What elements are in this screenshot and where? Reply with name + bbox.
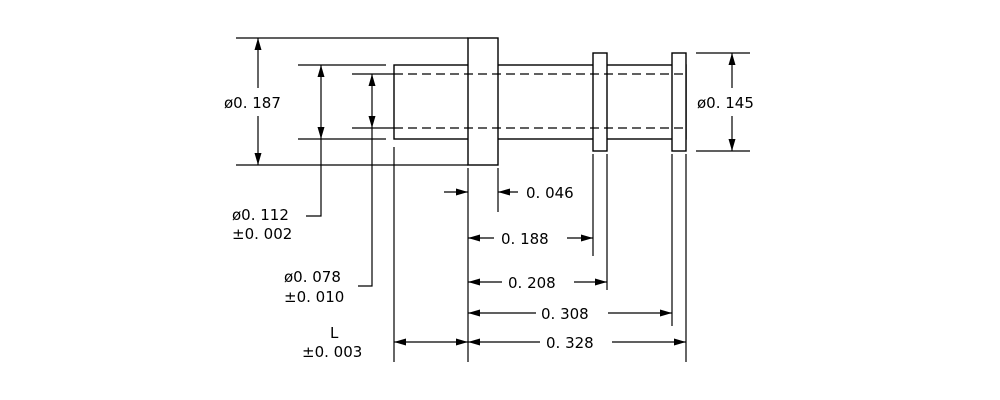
dim-dia-078: ø0. 078 ±0. 010	[284, 73, 394, 306]
end-collar	[671, 52, 687, 152]
shank-body	[393, 64, 687, 140]
dim-length-l: L ±0. 003	[302, 324, 468, 361]
dim-dia-187: ø0. 187	[224, 37, 468, 166]
dim-dia-145: ø0. 145	[696, 52, 754, 152]
dia-078-tolerance: ±0. 010	[284, 288, 344, 306]
length-l-tolerance: ±0. 003	[302, 343, 362, 361]
len-208-label: 0. 208	[508, 274, 556, 292]
extension-lines	[393, 147, 687, 362]
len-308-label: 0. 308	[541, 305, 589, 323]
dim-dia-112: ø0. 112 ±0. 002	[232, 64, 386, 243]
dia-112-label: ø0. 112	[232, 206, 289, 224]
dim-len-208: 0. 208	[468, 274, 607, 292]
main-flange	[467, 37, 499, 166]
dia-112-tolerance: ±0. 002	[232, 225, 292, 243]
len-328-label: 0. 328	[546, 334, 594, 352]
dia-145-label: ø0. 145	[697, 94, 754, 112]
dim-len-308: 0. 308	[468, 305, 672, 323]
dia-078-label: ø0. 078	[284, 268, 341, 286]
terminal-part	[393, 37, 687, 166]
dia-187-label: ø0. 187	[224, 94, 281, 112]
len-046-label: 0. 046	[526, 184, 574, 202]
dim-len-188: 0. 188	[468, 230, 593, 248]
middle-collar	[592, 52, 608, 152]
len-188-label: 0. 188	[501, 230, 549, 248]
dim-len-328: 0. 328	[468, 334, 686, 352]
dim-len-046: 0. 046	[444, 184, 574, 202]
length-l-label: L	[330, 324, 339, 342]
